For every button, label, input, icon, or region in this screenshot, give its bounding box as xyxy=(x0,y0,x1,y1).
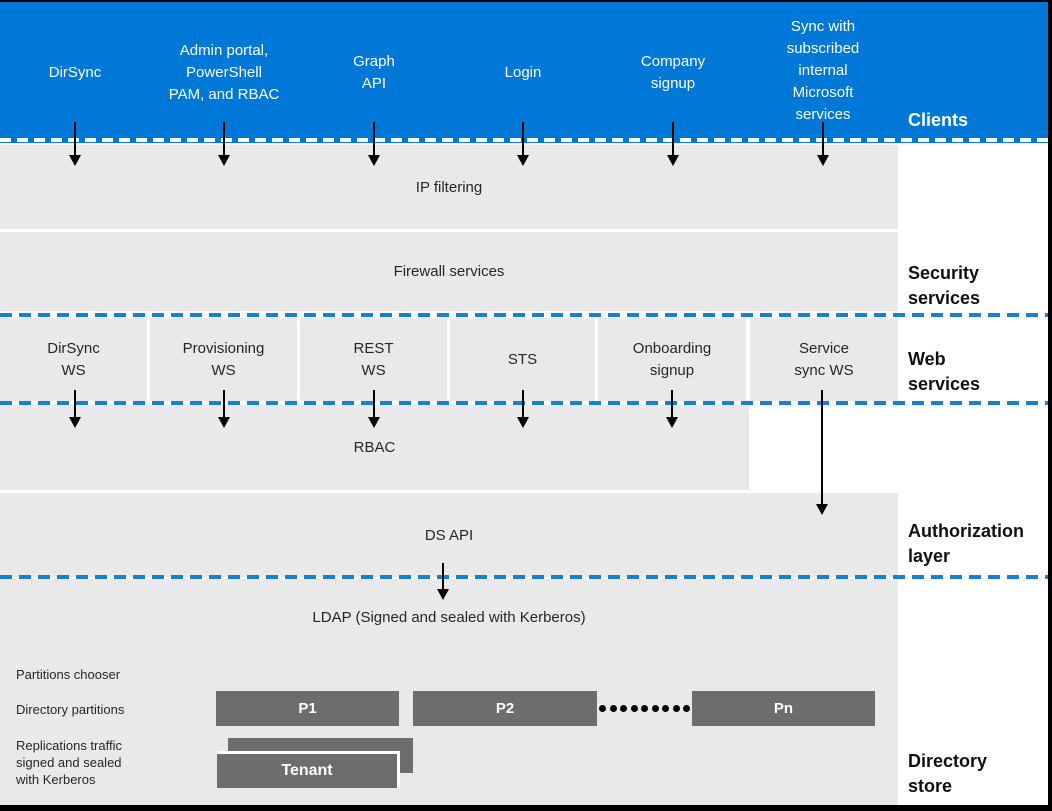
directory-store-side-label: Directory store xyxy=(908,751,988,796)
replication-traffic-label: Replications traffic signed and sealed w… xyxy=(16,738,122,787)
arrow-onboarding-down xyxy=(666,390,678,428)
partition-pn: Pn xyxy=(692,691,875,726)
clients-dashed-separator xyxy=(0,138,1048,142)
arrow-sts-down xyxy=(517,390,529,428)
arrow-ds-api-to-ldap xyxy=(437,563,449,600)
frame-border-bottom xyxy=(0,805,1052,811)
arrow-sync-internal-down xyxy=(817,122,829,166)
security-services-side-label: Security services xyxy=(908,263,981,308)
web-services-top-dashed-line xyxy=(0,313,1048,317)
directory-store-top-dashed-line xyxy=(0,575,1048,579)
ws-box-rest: REST WS xyxy=(300,318,447,401)
ws-box-onboarding: Onboarding signup xyxy=(598,318,746,401)
web-services-bottom-dashed-line xyxy=(0,401,1048,405)
clients-band xyxy=(0,2,1048,143)
partitions-chooser-label: Partitions chooser xyxy=(16,667,121,682)
client-company-signup: Company signup xyxy=(640,53,706,92)
partition-ellipsis-dots xyxy=(599,704,690,712)
frame-border-top xyxy=(0,0,1052,2)
arrow-dirsync-ws-down xyxy=(69,390,81,428)
ws-box-sts: STS xyxy=(450,318,595,401)
rbac-label: RBAC xyxy=(353,438,396,456)
ws-box-dirsync: DirSync WS xyxy=(0,318,147,401)
directory-partitions-label: Directory partitions xyxy=(16,702,125,717)
ws-box-service-sync: Service sync WS xyxy=(750,318,898,401)
arrow-provisioning-ws-down xyxy=(218,390,230,428)
arrow-login-down xyxy=(517,122,529,166)
client-login: Login xyxy=(504,64,542,81)
ip-filtering-band: IP filtering xyxy=(0,145,898,229)
tenant-box: Tenant xyxy=(217,751,400,788)
firewall-band: Firewall services xyxy=(0,232,898,311)
client-sync-internal: Sync with subscribed internal Microsoft … xyxy=(786,18,860,123)
arrow-rest-ws-down xyxy=(368,390,380,428)
clients-side-label: Clients xyxy=(908,110,969,130)
web-services-side-label: Web services xyxy=(908,349,981,394)
arrow-company-signup-down xyxy=(667,122,679,166)
partition-p1: P1 xyxy=(216,691,399,726)
frame-border-right xyxy=(1048,0,1052,811)
client-graph-api: Graph API xyxy=(353,53,395,92)
partition-p2: P2 xyxy=(413,691,597,726)
ldap-label: LDAP (Signed and sealed with Kerberos) xyxy=(312,608,586,626)
client-admin-portal: Admin portal, PowerShell PAM, and RBAC xyxy=(168,42,280,103)
arrow-service-sync-to-ds-api xyxy=(816,390,828,515)
arrow-graph-api-down xyxy=(368,122,380,166)
arrow-admin-portal-down xyxy=(218,122,230,166)
arrow-dirsync-down xyxy=(69,122,81,166)
client-dirsync: DirSync xyxy=(48,64,102,81)
ws-box-provisioning: Provisioning WS xyxy=(150,318,297,401)
ds-api-band: DS API xyxy=(0,493,898,577)
authorization-layer-side-label: Authorization layer xyxy=(908,521,1024,566)
